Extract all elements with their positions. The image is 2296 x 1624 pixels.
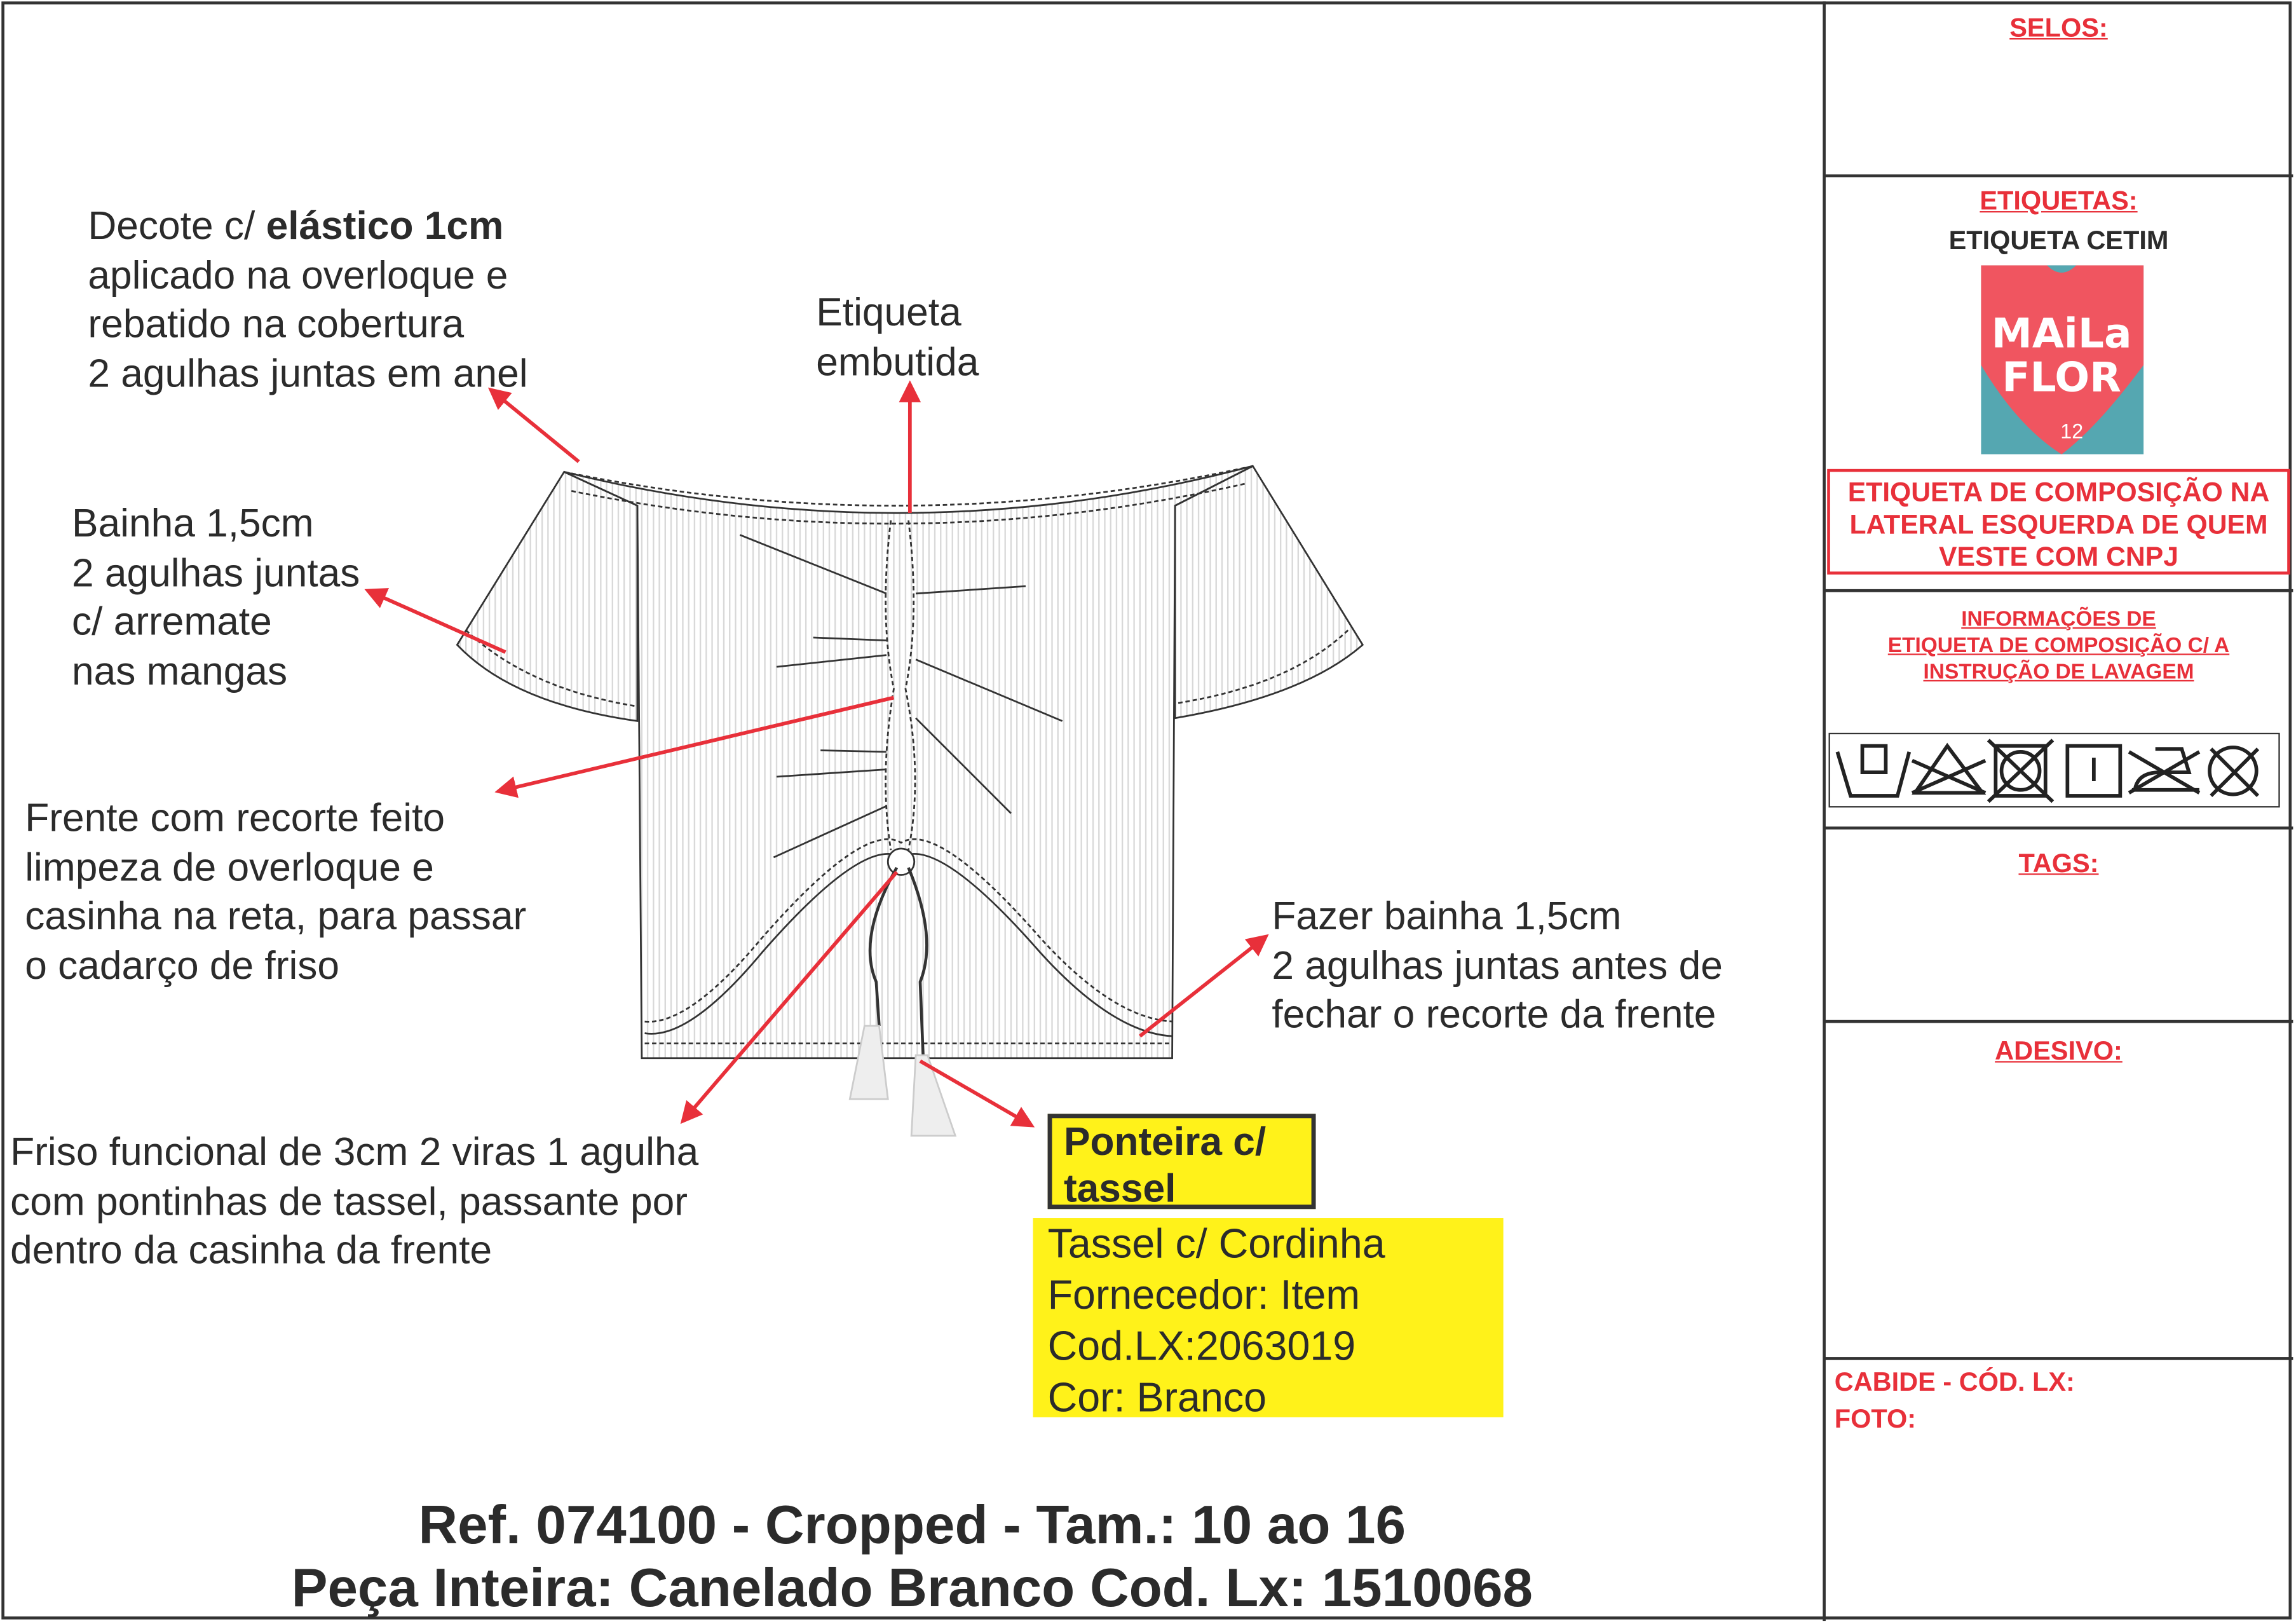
comp-line: VESTE COM CNPJ — [1939, 540, 2178, 572]
callout-arrows — [364, 380, 1269, 1128]
note-line: limpeza de overloque e — [25, 845, 434, 889]
line-dry-icon — [2065, 744, 2123, 798]
etiqueta-cetim: ETIQUETA CETIM — [1948, 226, 2169, 256]
cabide-label: CABIDE - CÓD. LX: — [1834, 1367, 2075, 1397]
center-gather — [885, 520, 916, 850]
panel-divider — [1823, 1, 1826, 1621]
no-iron-icon — [2128, 747, 2201, 795]
tassel — [848, 1025, 957, 1137]
comp-line: LATERAL ESQUERDA DE QUEM — [1849, 508, 2268, 540]
note-text: Decote c/ — [88, 203, 266, 248]
note-bold-text: elástico 1cm — [266, 203, 504, 248]
composition-label-note: ETIQUETA DE COMPOSIÇÃO NA LATERAL ESQUER… — [1827, 468, 2290, 575]
note-line: fechar o recorte da frente — [1272, 992, 1716, 1037]
note-line: Bainha 1,5cm — [71, 501, 314, 545]
body — [564, 465, 1254, 1060]
right-sleeve — [1174, 465, 1364, 720]
divider — [1824, 589, 2293, 592]
care-symbols — [1828, 732, 2280, 808]
note-line: 2 agulhas juntas — [71, 550, 360, 595]
ponteira-label: Ponteira c/ tassel — [1047, 1114, 1316, 1210]
info-line: INSTRUÇÃO DE LAVAGEM — [1923, 660, 2194, 685]
note-decote: Decote c/ elástico 1cm aplicado na overl… — [88, 202, 527, 399]
front-recut-stitch — [644, 838, 1172, 1023]
note-line: 2 agulhas juntas antes de — [1272, 943, 1723, 988]
gather-lines — [739, 534, 1063, 859]
tassel-info: Tassel c/ Cordinha Fornecedor: Item Cod.… — [1033, 1218, 1504, 1420]
cropped-top-sketch — [456, 465, 1364, 1137]
note-line: com pontinhas de tassel, passante por — [10, 1179, 688, 1224]
note-line: Fazer bainha 1,5cm — [1272, 894, 1622, 938]
no-dry-clean-icon — [2208, 746, 2260, 798]
note-line: c/ arremate — [71, 599, 272, 644]
divider — [1824, 174, 2293, 177]
tags-heading: TAGS: — [2018, 849, 2099, 878]
title-ref: Ref. 074100 - Cropped - Tam.: 10 ao 16 — [418, 1494, 1406, 1555]
etiquetas-heading: ETIQUETAS: — [1980, 186, 2138, 215]
note-bainha: Bainha 1,5cm 2 agulhas juntas c/ arremat… — [72, 500, 360, 697]
foto-label: FOTO: — [1834, 1403, 1917, 1433]
no-bleach-icon — [1911, 742, 1987, 795]
note-line: dentro da casinha da frente — [10, 1228, 492, 1273]
note-line: aplicado na overloque e — [88, 252, 508, 297]
note-fazer-bainha: Fazer bainha 1,5cm 2 agulhas juntas ante… — [1272, 892, 1723, 1040]
note-line: Frente com recorte feito — [25, 795, 445, 840]
svg-text:MAiLa: MAiLa — [1992, 310, 2132, 357]
left-sleeve — [456, 470, 639, 722]
divider — [1824, 1020, 2293, 1023]
info-line: Tassel c/ Cordinha — [1047, 1220, 1385, 1267]
info-line: INFORMAÇÕES DE — [1961, 608, 2156, 632]
divider — [1824, 826, 2293, 830]
sleeve-hem — [465, 629, 1349, 707]
adesivo-heading: ADESIVO: — [1995, 1036, 2123, 1066]
note-line: 2 agulhas juntas em anel — [88, 351, 528, 396]
note-frente: Frente com recorte feito limpeza de over… — [25, 795, 526, 992]
note-line: casinha na reta, para passar — [25, 894, 527, 939]
svg-text:12: 12 — [2060, 420, 2083, 442]
note-line: rebatido na cobertura — [88, 302, 465, 346]
info-line: ETIQUETA DE COMPOSIÇÃO C/ A — [1887, 634, 2230, 658]
note-etiqueta: Etiqueta embutida — [816, 289, 979, 387]
note-line: nas mangas — [71, 648, 288, 693]
maila-flor-logo: MAiLa FLOR 12 — [1981, 265, 2144, 454]
note-line: Friso funcional de 3cm 2 viras 1 agulha — [10, 1129, 699, 1174]
note-line: embutida — [816, 339, 979, 384]
no-tumble-dry-icon — [1987, 739, 2055, 803]
hand-wash-icon — [1835, 744, 1912, 798]
divider — [1824, 1357, 2293, 1360]
svg-text:FLOR: FLOR — [2002, 354, 2121, 402]
note-line: Etiqueta — [816, 290, 961, 334]
selos-heading: SELOS: — [2009, 13, 2108, 43]
care-info-heading: INFORMAÇÕES DE ETIQUETA DE COMPOSIÇÃO C/… — [1826, 607, 2292, 686]
info-line: Fornecedor: Item — [1047, 1272, 1361, 1318]
note-friso: Friso funcional de 3cm 2 viras 1 agulha … — [10, 1128, 698, 1276]
note-line: o cadarço de friso — [25, 943, 340, 988]
info-line: Cor: Branco — [1047, 1374, 1267, 1421]
info-line: Cod.LX:2063019 — [1047, 1323, 1356, 1369]
title-fabric: Peça Inteira: Canelado Branco Cod. Lx: 1… — [291, 1557, 1533, 1618]
comp-line: ETIQUETA DE COMPOSIÇÃO NA — [1847, 476, 2270, 507]
